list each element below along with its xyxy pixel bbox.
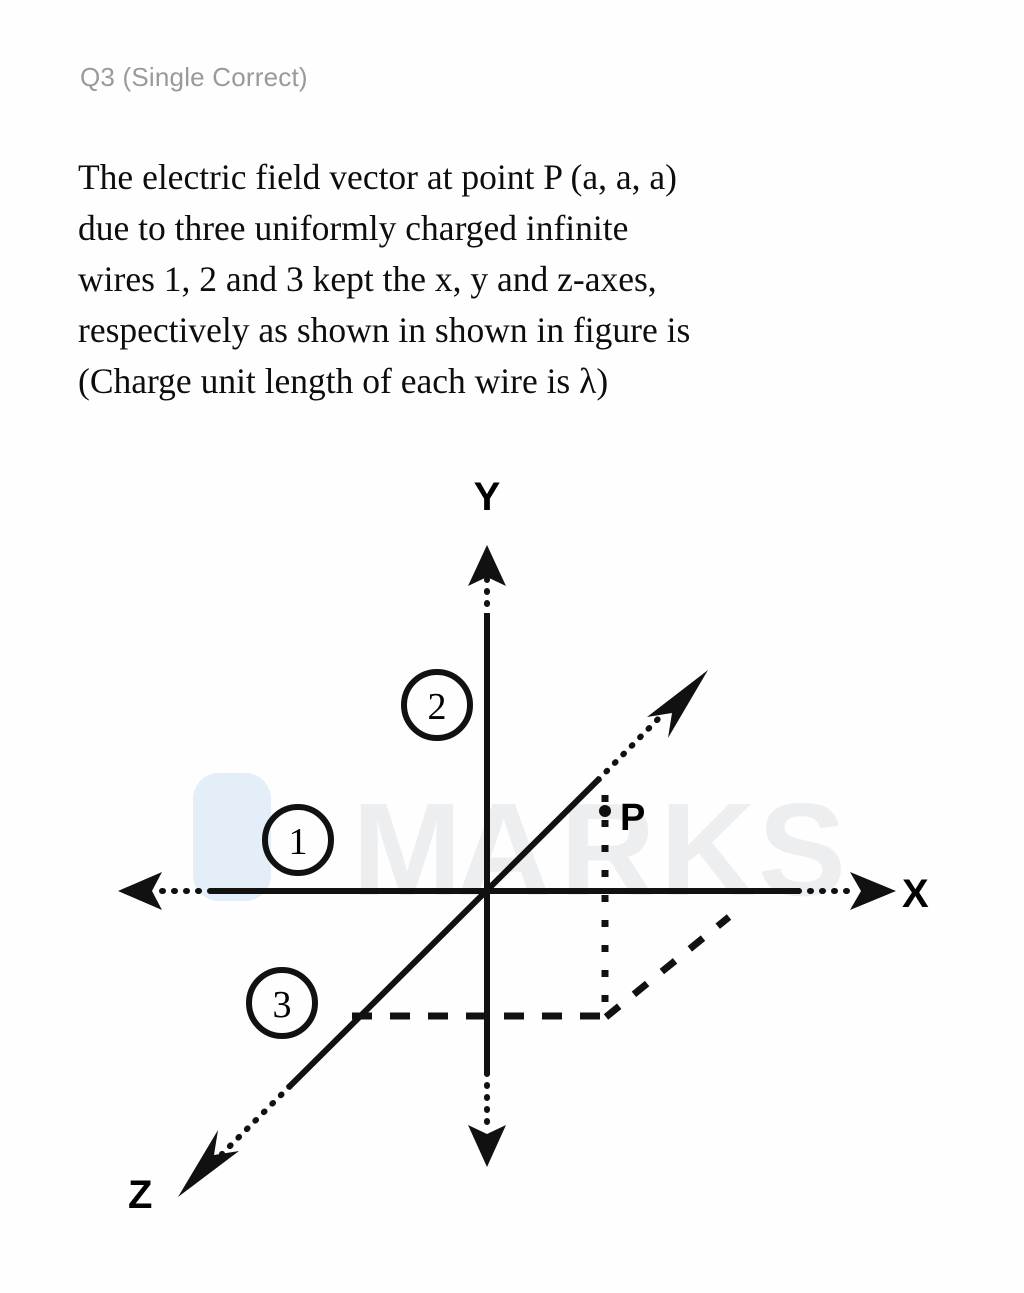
wire-label-2: 2	[401, 669, 473, 741]
wire-label-1: 1	[262, 804, 334, 876]
z-axis: Z	[128, 670, 708, 1217]
question-line-3: wires 1, 2 and 3 kept the x, y and z-axe…	[78, 259, 657, 299]
x-axis: X	[118, 872, 929, 916]
z-axis-label: Z	[128, 1173, 152, 1217]
question-line-2: due to three uniformly charged infinite	[78, 208, 629, 248]
z-axis-lower-dotted	[219, 1083, 293, 1157]
y-axis-bottom-arrowhead	[468, 1125, 506, 1167]
z-axis-shaft	[285, 775, 603, 1091]
wire-2-number: 2	[428, 686, 447, 728]
watermark-letter-m: M	[352, 776, 464, 923]
y-axis-label: Y	[474, 475, 501, 519]
z-axis-upper-dotted	[595, 712, 665, 783]
watermark-letter-k: K	[660, 776, 757, 923]
question-line-4: respectively as shown in shown in figure…	[78, 310, 691, 350]
question-line-1: The electric field vector at point P (a,…	[78, 157, 677, 197]
wire-3-number: 3	[273, 984, 292, 1026]
x-axis-label: X	[902, 872, 929, 916]
point-p-label: P	[620, 797, 645, 839]
watermark-letter-a: A	[456, 776, 553, 923]
question-number-label: Q3 (Single Correct)	[80, 62, 308, 92]
watermark-group: M A R K S	[193, 773, 848, 923]
question-text: The electric field vector at point P (a,…	[78, 152, 978, 407]
wire-2-circle	[401, 669, 473, 741]
question-line-5: (Charge unit length of each wire is λ)	[78, 361, 609, 401]
p-diagonal-dashed-line	[603, 914, 732, 1020]
y-axis-top-arrowhead	[468, 545, 506, 586]
x-axis-left-arrowhead	[118, 872, 162, 910]
y-axis: Y	[468, 475, 506, 1167]
point-p-marker	[599, 805, 611, 817]
watermark-letter-s: S	[758, 776, 848, 923]
wire-1-circle	[262, 804, 334, 876]
z-axis-upper-arrowhead	[647, 670, 708, 738]
wire-1-number: 1	[289, 821, 308, 863]
wire-label-3: 3	[246, 967, 318, 1039]
z-axis-lower-arrowhead	[178, 1130, 239, 1197]
wire-3-circle	[246, 967, 318, 1039]
x-axis-right-arrowhead	[850, 872, 896, 910]
coordinate-axes-figure: M A R K S Y	[0, 455, 1024, 1275]
watermark-logo-icon	[193, 773, 271, 901]
point-p-construction-lines: P	[352, 795, 732, 1020]
